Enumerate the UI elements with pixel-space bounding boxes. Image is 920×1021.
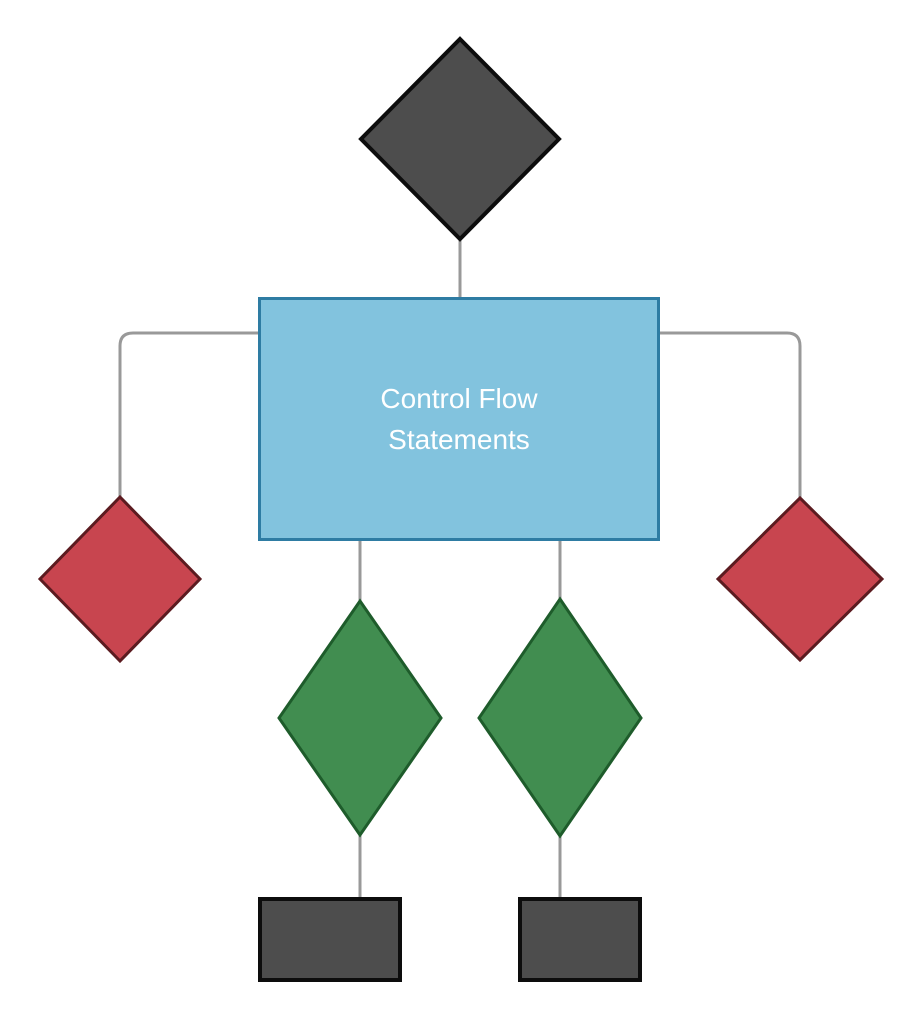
main-node-label-line1: Control Flow bbox=[380, 383, 538, 414]
decision-node-left-red-diamond bbox=[37, 494, 203, 664]
branch-node-right-green-diamond bbox=[477, 596, 643, 839]
control-flow-statements-node bbox=[258, 297, 660, 541]
connector-main-to-right-red bbox=[659, 331, 802, 499]
decision-node-top-diamond bbox=[358, 36, 562, 242]
decision-node-right-red-diamond bbox=[715, 495, 885, 663]
main-node-label-line2: Statements bbox=[388, 424, 530, 455]
branch-node-left-green-diamond bbox=[277, 598, 443, 838]
process-node-left-rectangle bbox=[258, 897, 402, 982]
process-node-right-rectangle bbox=[518, 897, 642, 982]
connector-main-to-left-red bbox=[118, 331, 259, 498]
